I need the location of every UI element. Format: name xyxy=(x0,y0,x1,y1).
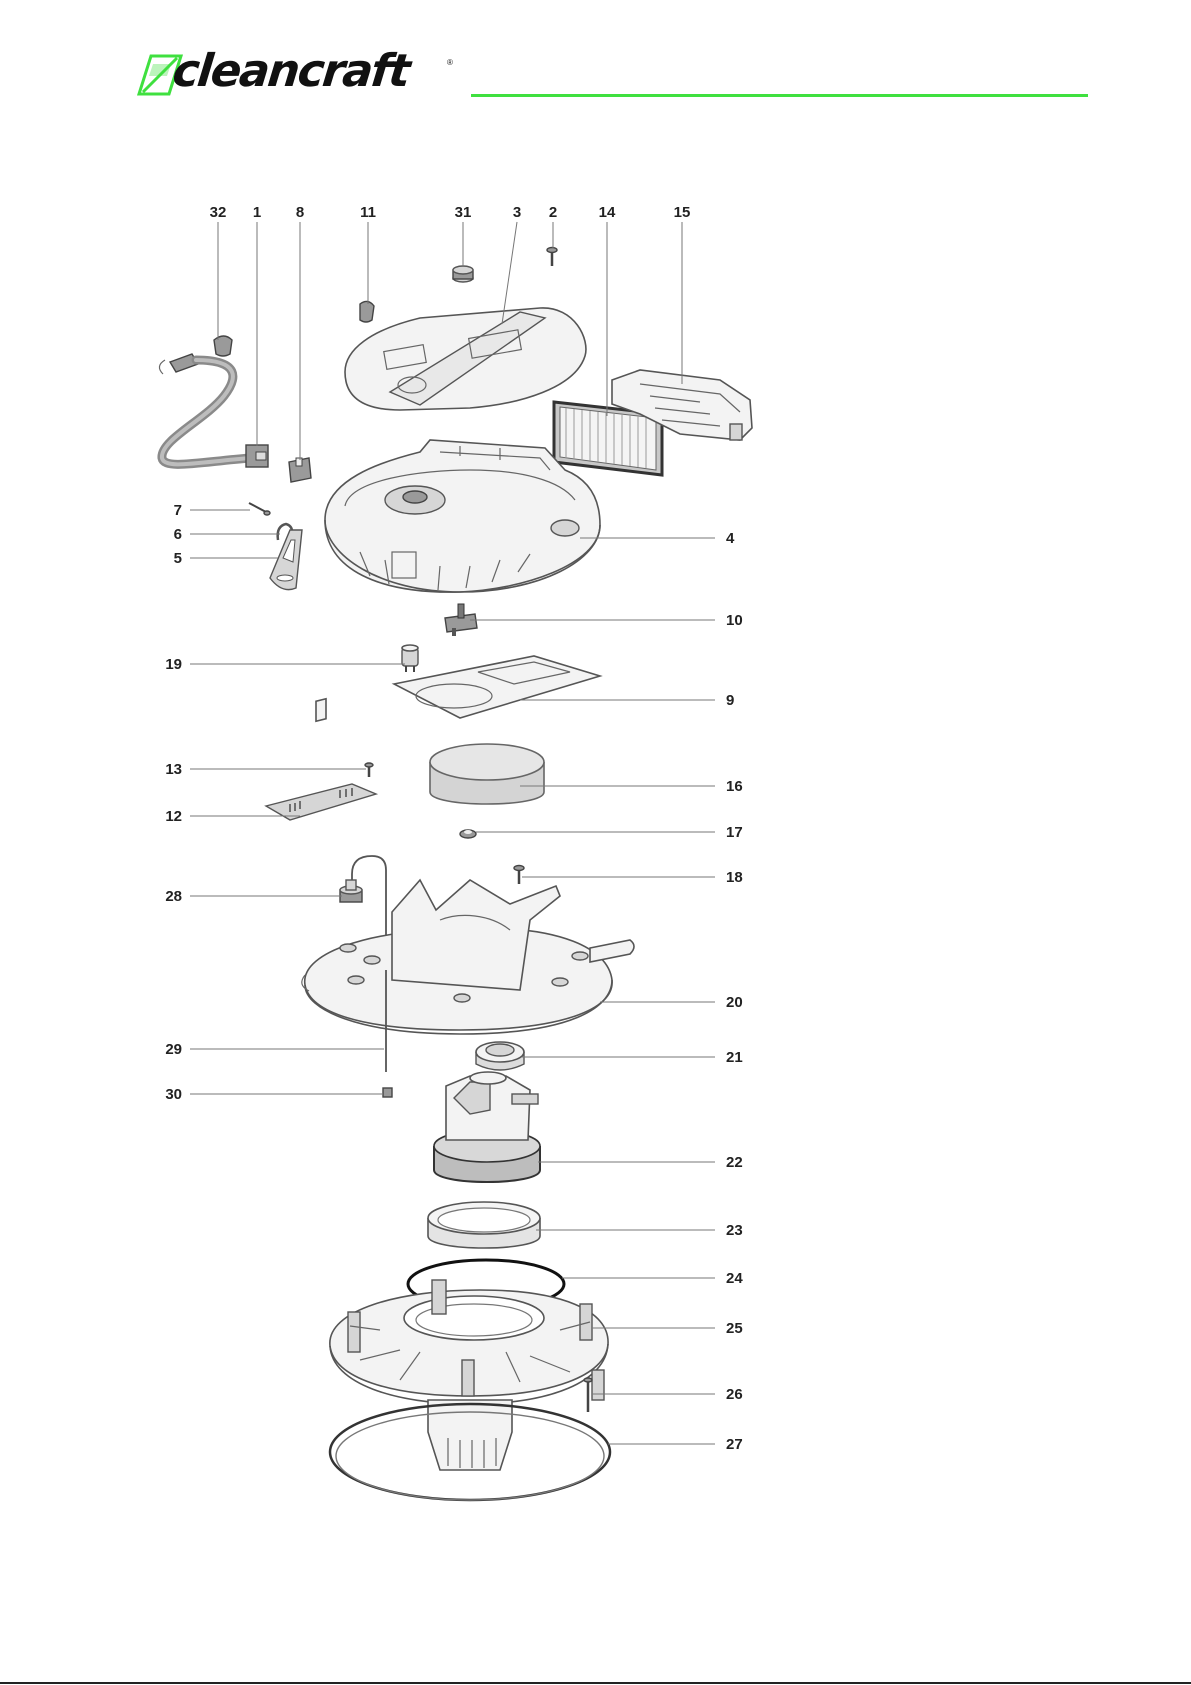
label-part: 3 xyxy=(513,204,521,221)
label-part: 5 xyxy=(174,550,182,567)
label-part: 11 xyxy=(360,204,376,221)
page-bottom-rule xyxy=(0,1682,1191,1684)
part-2-screw xyxy=(547,248,557,267)
label-part: 15 xyxy=(674,204,691,221)
label-part: 19 xyxy=(165,656,182,673)
label-part: 31 xyxy=(455,204,472,221)
label-part: 18 xyxy=(726,869,743,886)
part-18-screw xyxy=(514,866,524,885)
label-part: 30 xyxy=(165,1086,182,1103)
part-11-plug xyxy=(360,301,374,322)
part-26-screw xyxy=(584,1378,592,1412)
label-part: 20 xyxy=(726,994,743,1011)
label-part: 7 xyxy=(174,502,182,519)
label-part: 16 xyxy=(726,778,743,795)
label-part: 23 xyxy=(726,1222,743,1239)
label-part: 13 xyxy=(165,761,182,778)
part-9-plate xyxy=(394,656,600,718)
part-20-base-plate xyxy=(302,880,634,1072)
part-25-bottom-plate xyxy=(330,1280,608,1470)
label-part: 17 xyxy=(726,824,743,841)
label-part: 9 xyxy=(726,692,734,709)
part-labels-left: 7 6 5 19 13 12 28 29 30 xyxy=(165,502,182,1103)
part-13-screw xyxy=(365,763,373,777)
part-32-clip xyxy=(214,336,232,356)
part-5-bracket xyxy=(270,530,302,590)
part-23-ring xyxy=(428,1202,540,1248)
part-30-nut xyxy=(383,1088,392,1097)
part-4-housing xyxy=(325,440,600,592)
part-22-motor xyxy=(434,1072,540,1182)
part-31-nut xyxy=(453,266,473,282)
label-part: 4 xyxy=(726,530,735,547)
label-part: 25 xyxy=(726,1320,743,1337)
label-part: 8 xyxy=(296,204,304,221)
part-labels-top: 32 1 8 11 31 3 2 14 15 xyxy=(210,204,691,221)
part-1-power-cord xyxy=(159,354,268,467)
label-part: 10 xyxy=(726,612,743,629)
part-19-button xyxy=(402,645,418,672)
part-21-cap xyxy=(476,1042,524,1070)
part-16-foam xyxy=(430,744,544,804)
label-part: 21 xyxy=(726,1049,743,1066)
label-part: 28 xyxy=(165,888,182,905)
part-3-top-cover xyxy=(345,308,586,410)
label-part: 24 xyxy=(726,1270,743,1287)
label-part: 6 xyxy=(174,526,182,543)
label-part: 14 xyxy=(599,204,616,221)
label-part: 29 xyxy=(165,1041,182,1058)
part-labels-right: 4 10 9 16 17 18 20 21 22 23 24 25 26 27 xyxy=(726,530,743,1453)
label-part: 27 xyxy=(726,1436,743,1453)
label-part: 12 xyxy=(165,808,182,825)
part-7-pin xyxy=(249,503,270,515)
part-8-switch xyxy=(289,458,311,482)
label-part: 2 xyxy=(549,204,557,221)
label-part: 32 xyxy=(210,204,227,221)
label-part: 26 xyxy=(726,1386,743,1403)
label-part: 1 xyxy=(253,204,261,221)
part-17-nut xyxy=(460,830,476,838)
part-12-pcb xyxy=(266,699,376,820)
label-part: 22 xyxy=(726,1154,743,1171)
